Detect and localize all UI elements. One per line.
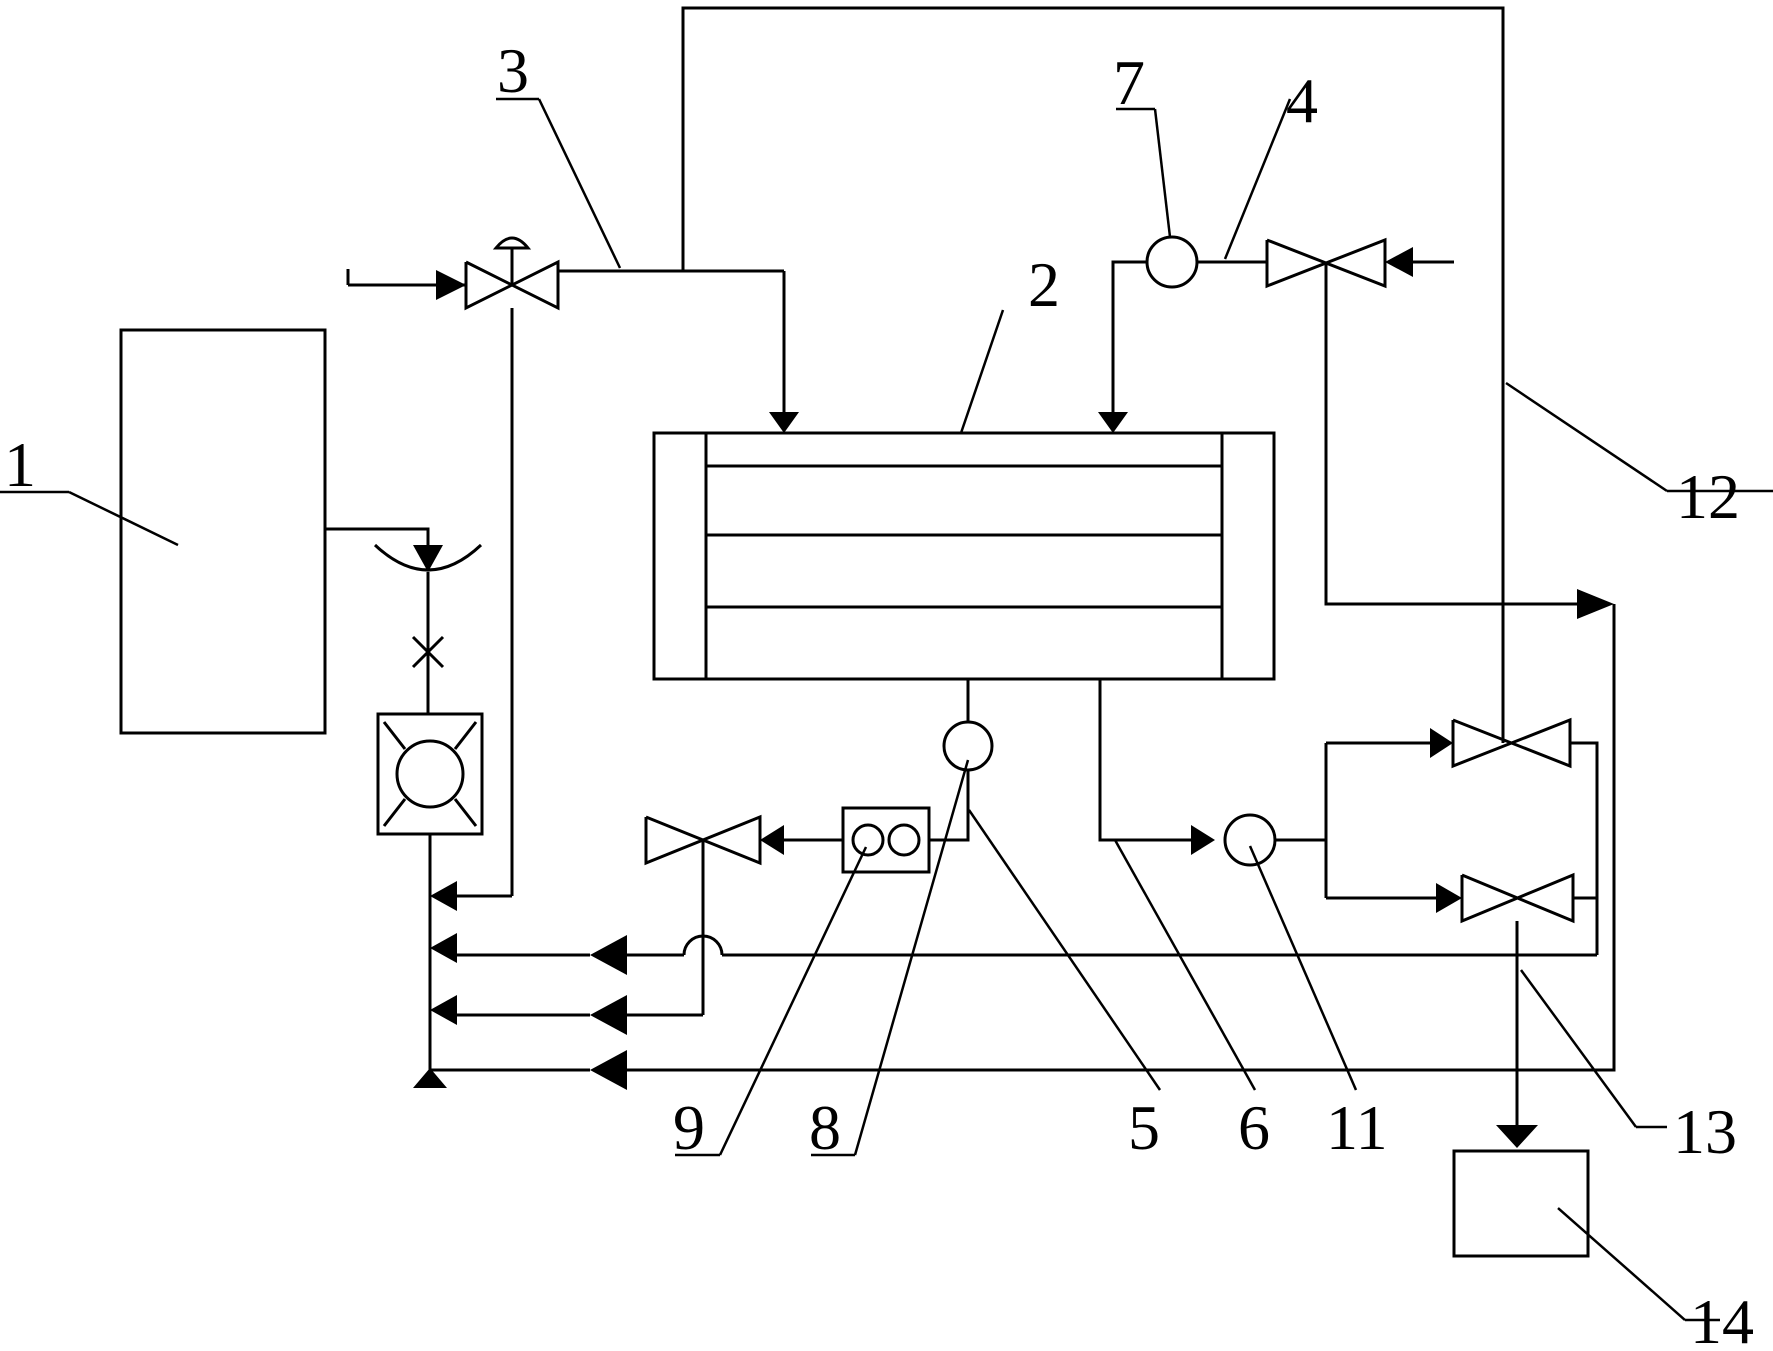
- pipe-3: [346, 236, 799, 898]
- arrow-left-icon: [590, 935, 627, 975]
- pipe-4: [1098, 235, 1614, 619]
- arrow-right-icon: [1436, 883, 1462, 913]
- leader-5: [967, 809, 1162, 1091]
- pipe-12: [681, 6, 1505, 743]
- right-return-line: [430, 604, 1616, 1090]
- arrow-down-icon: [769, 412, 799, 433]
- valve-lower-icon: [1460, 872, 1575, 924]
- arrow-left-icon: [760, 825, 784, 855]
- label-9: 9: [673, 1092, 705, 1163]
- leader-12: [1505, 381, 1773, 493]
- pipe-5: [457, 679, 994, 1035]
- leader-14: [1557, 1207, 1720, 1322]
- gear-pump-9: [841, 806, 931, 874]
- label-1: 1: [4, 429, 36, 500]
- label-11: 11: [1326, 1092, 1388, 1163]
- arrow-right-icon: [436, 270, 466, 300]
- label-8: 8: [809, 1092, 841, 1163]
- leader-13: [1519, 969, 1667, 1129]
- arrow-down-icon: [1098, 412, 1128, 433]
- tank-1: [119, 328, 327, 735]
- gear-icon: [851, 823, 885, 857]
- leader-6: [1113, 839, 1257, 1091]
- pump-icon: [395, 739, 465, 809]
- arrow-right-icon: [1191, 825, 1215, 855]
- leader-3: [496, 97, 622, 269]
- label-14: 14: [1690, 1286, 1754, 1351]
- valve-upper-icon: [1451, 717, 1572, 769]
- pipe-hop-icon: [682, 934, 724, 956]
- leader-8: [811, 759, 970, 1157]
- strainer-arc-icon: [373, 543, 483, 572]
- heat-exchanger-2: [652, 431, 1276, 681]
- arrow-left-icon: [1385, 247, 1413, 277]
- pump-box: [376, 712, 484, 836]
- arrow-left-icon: [430, 995, 457, 1025]
- arrow-right-icon: [1430, 728, 1453, 758]
- leader-4: [1223, 98, 1292, 260]
- arrow-down-icon: [413, 545, 443, 572]
- flow-meter-11-icon: [1223, 813, 1277, 867]
- arrow-left-icon: [590, 1050, 627, 1090]
- arrow-right-icon: [1577, 589, 1614, 619]
- pipe-6: [1098, 679, 1597, 1148]
- label-13: 13: [1673, 1096, 1737, 1167]
- label-12: 12: [1676, 461, 1740, 532]
- tank-outlet-pipe: [325, 527, 483, 714]
- label-5: 5: [1128, 1092, 1160, 1163]
- label-4: 4: [1286, 65, 1318, 136]
- label-7: 7: [1113, 47, 1145, 118]
- leader-1: [0, 490, 179, 547]
- crossover-line: [457, 741, 1599, 975]
- arrow-left-icon: [590, 995, 627, 1035]
- label-2: 2: [1028, 249, 1060, 320]
- leader-7: [1116, 107, 1172, 238]
- arrow-left-icon: [430, 881, 457, 911]
- label-3: 3: [497, 35, 529, 106]
- leader-11: [1248, 845, 1358, 1091]
- label-6: 6: [1238, 1092, 1270, 1163]
- gear-icon: [887, 823, 921, 857]
- return-manifold: [413, 834, 457, 1088]
- flow-meter-7-icon: [1145, 235, 1199, 289]
- collector-14: [1452, 1149, 1590, 1258]
- ground-mark-icon: [413, 1068, 447, 1088]
- arrow-left-icon: [430, 933, 457, 963]
- arrow-down-icon: [1496, 1125, 1538, 1148]
- leader-2: [959, 309, 1005, 434]
- actuator-dome-icon: [492, 236, 532, 250]
- leader-9: [675, 846, 868, 1157]
